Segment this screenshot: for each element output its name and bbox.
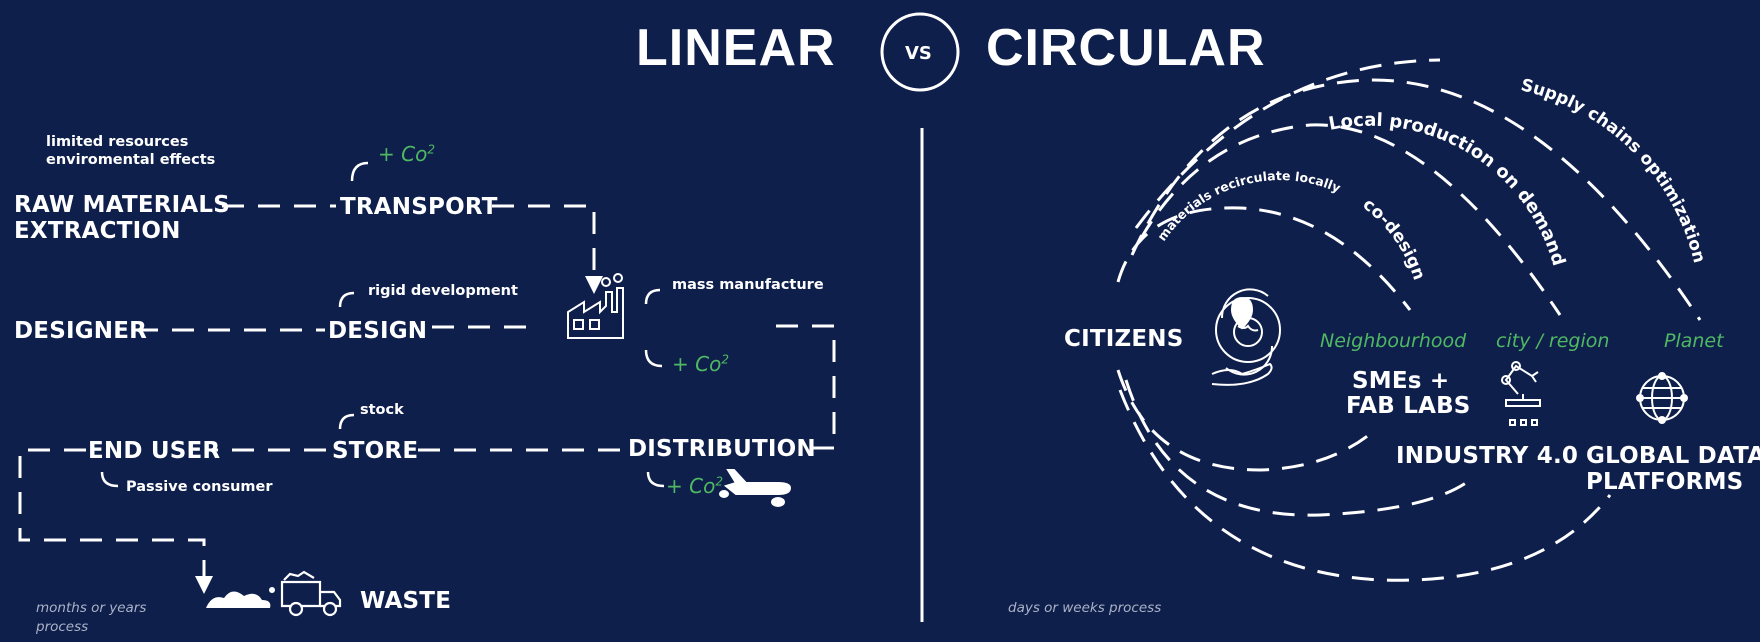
waste-pile-icon bbox=[206, 587, 275, 608]
limited-resources-label: limited resources bbox=[46, 134, 189, 150]
rigid-development-label: rigid development bbox=[368, 283, 518, 299]
svg-text:materials recirculate locally: materials recirculate locally bbox=[1154, 168, 1343, 244]
title-circular: CIRCULAR bbox=[986, 19, 1266, 77]
neighbourhood-label: Neighbourhood bbox=[1320, 330, 1467, 352]
robot-arm-icon bbox=[1501, 361, 1541, 426]
end-user-label: END USER bbox=[88, 438, 221, 464]
globe-hand-icon bbox=[1211, 288, 1281, 386]
days-weeks-label: days or weeks process bbox=[1008, 600, 1162, 616]
environmental-effects-label: enviromental effects bbox=[46, 152, 216, 168]
arc-label-materials: materials recirculate locally bbox=[1154, 168, 1343, 244]
co2-label-distribution: + Co2 bbox=[666, 474, 723, 498]
fab-labs-label: FAB LABS bbox=[1346, 393, 1471, 419]
linear-flow-lines bbox=[18, 204, 836, 594]
process-label: process bbox=[36, 619, 89, 635]
arc-label-codesign: co-design bbox=[1359, 195, 1429, 283]
stock-label: stock bbox=[360, 402, 404, 418]
store-label: STORE bbox=[332, 438, 419, 464]
curved-connectors bbox=[100, 161, 665, 488]
raw-materials-label: RAW MATERIALS bbox=[14, 192, 231, 218]
vs-circle bbox=[880, 12, 960, 92]
platforms-label: PLATFORMS bbox=[1586, 469, 1744, 495]
co2-label-manufacture: + Co2 bbox=[672, 352, 729, 376]
network-globe-icon bbox=[1636, 372, 1688, 424]
designer-label: DESIGNER bbox=[14, 318, 148, 344]
months-years-label: months or years bbox=[36, 600, 147, 616]
waste-label: WASTE bbox=[360, 588, 452, 614]
co2-label-transport: + Co2 bbox=[378, 142, 435, 166]
circular-arcs bbox=[1116, 58, 1702, 582]
extraction-label: EXTRACTION bbox=[14, 218, 181, 244]
design-label: DESIGN bbox=[328, 318, 428, 344]
planet-label: Planet bbox=[1664, 330, 1724, 352]
title-linear: LINEAR bbox=[636, 19, 836, 77]
distribution-label: DISTRIBUTION bbox=[628, 436, 816, 462]
global-data-label: GLOBAL DATA bbox=[1586, 443, 1760, 469]
mass-manufacture-label: mass manufacture bbox=[672, 277, 824, 293]
citizens-label: CITIZENS bbox=[1064, 326, 1184, 352]
transport-label: TRANSPORT bbox=[340, 194, 498, 220]
smes-label: SMEs + bbox=[1352, 368, 1450, 394]
title-vs: VS bbox=[905, 43, 932, 64]
passive-consumer-label: Passive consumer bbox=[126, 479, 273, 495]
city-region-label: city / region bbox=[1496, 330, 1610, 352]
svg-text:co-design: co-design bbox=[1359, 195, 1429, 283]
industry-label: INDUSTRY 4.0 bbox=[1396, 443, 1579, 469]
factory-icon bbox=[567, 273, 624, 339]
airplane-icon bbox=[719, 469, 792, 507]
svg-text:Local production on demand: Local production on demand bbox=[1327, 110, 1569, 269]
garbage-truck-icon bbox=[280, 570, 342, 617]
arc-label-local-production: Local production on demand bbox=[1327, 110, 1569, 269]
